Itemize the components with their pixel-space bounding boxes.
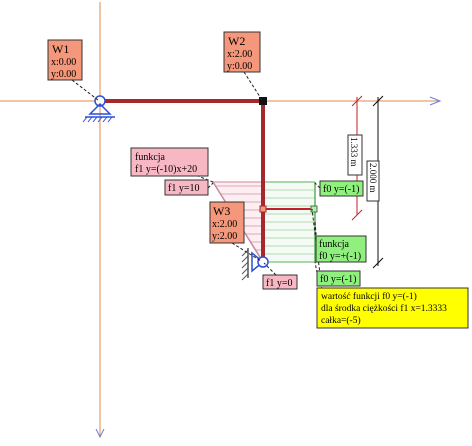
node-w2-y: y:0.00 bbox=[227, 61, 252, 72]
f0-value-bottom: f0 y=(-1) bbox=[320, 274, 356, 285]
node-w3-name: W3 bbox=[213, 204, 230, 218]
dimension-long-label[interactable]: 2.000 m bbox=[366, 160, 380, 202]
f1-value-top-label[interactable]: f1 y=10 bbox=[164, 179, 209, 196]
result-line-1: wartość funkcji f0 y=(-1) bbox=[321, 291, 417, 302]
leader-w3 bbox=[231, 242, 262, 262]
dimension-short-value: 1.333 m bbox=[349, 137, 359, 167]
result-line-2: dla środka ciężkości f1 x=1.3333 bbox=[321, 303, 447, 314]
node-w3-x: x:2.00 bbox=[212, 219, 237, 230]
f1-value-top: f1 y=10 bbox=[168, 183, 199, 194]
f1-formula-label[interactable]: funkcja f1 y=(-10)x+20 bbox=[130, 147, 209, 177]
x-axis-arrow bbox=[429, 96, 442, 106]
node-w2-name: W2 bbox=[228, 34, 245, 48]
f0-diagram bbox=[263, 181, 316, 263]
node-w1-label[interactable]: W1 x:0.00 y:0.00 bbox=[47, 39, 83, 81]
support-w3-icon[interactable] bbox=[241, 248, 269, 281]
f0-formula-label[interactable]: funkcja f0 y=+(-1) bbox=[315, 235, 367, 263]
y-axis-arrow bbox=[95, 428, 105, 439]
node-w1-y: y:0.00 bbox=[51, 69, 76, 80]
centroid-marker bbox=[259, 205, 318, 213]
dimension-long-value: 2.000 m bbox=[368, 163, 378, 193]
f0-title: funkcja bbox=[319, 239, 350, 250]
f1-value-bottom: f1 y=0 bbox=[266, 278, 292, 289]
f1-value-bottom-label[interactable]: f1 y=0 bbox=[262, 274, 298, 290]
result-box[interactable]: wartość funkcji f0 y=(-1) dla środka cię… bbox=[316, 287, 469, 329]
leader-f0-formula bbox=[314, 221, 318, 246]
f0-value-top: f0 y=(-1) bbox=[323, 184, 359, 195]
leader-w1 bbox=[71, 79, 99, 101]
result-line-3: całka=(-5) bbox=[321, 315, 361, 326]
node-w1-name: W1 bbox=[52, 42, 69, 56]
leader-f0-top bbox=[314, 182, 321, 189]
f1-title: funkcja bbox=[135, 152, 166, 163]
f1-formula: f1 y=(-10)x+20 bbox=[135, 164, 197, 175]
f0-value-bottom-label[interactable]: f0 y=(-1) bbox=[316, 270, 361, 287]
node-w3-y: y:2.00 bbox=[212, 231, 237, 242]
node-w1-x: x:0.00 bbox=[51, 57, 76, 68]
dimension-short-label[interactable]: 1.333 m bbox=[347, 134, 363, 176]
f0-formula: f0 y=+(-1) bbox=[319, 251, 361, 262]
leader-w2 bbox=[243, 71, 263, 101]
node-w2-marker[interactable] bbox=[259, 97, 267, 105]
node-w2-label[interactable]: W2 x:2.00 y:0.00 bbox=[223, 31, 261, 73]
leader-f1-zero bbox=[263, 262, 277, 276]
f0-value-top-label[interactable]: f0 y=(-1) bbox=[319, 180, 364, 197]
node-w2-x: x:2.00 bbox=[227, 49, 252, 60]
node-w3-label[interactable]: W3 x:2.00 y:2.00 bbox=[209, 201, 245, 244]
support-w1-icon[interactable] bbox=[82, 95, 115, 123]
leader-f1-value bbox=[207, 182, 214, 189]
